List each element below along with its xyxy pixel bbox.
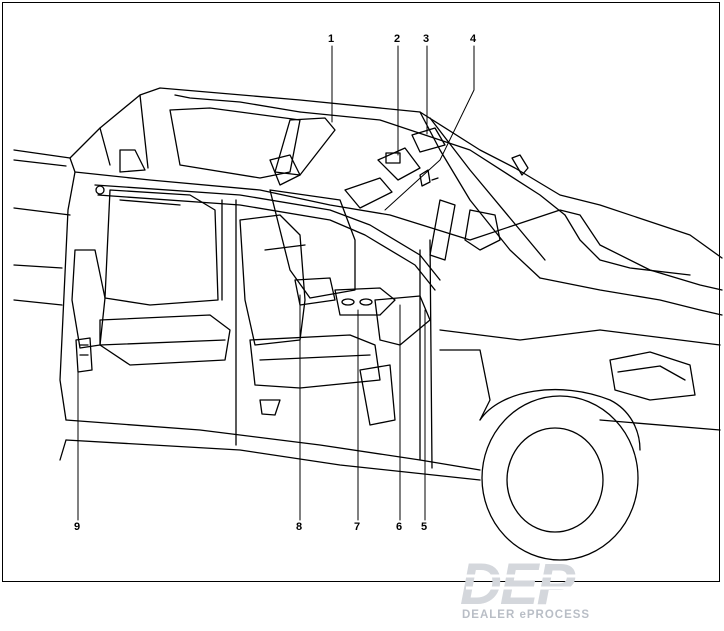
callout-label-3: 3 bbox=[423, 34, 429, 45]
callout-label-5: 5 bbox=[421, 522, 427, 533]
rear-seat bbox=[72, 150, 230, 365]
callout-label-7: 7 bbox=[354, 522, 360, 533]
callout-label-8: 8 bbox=[296, 522, 302, 533]
callout-label-1: 1 bbox=[328, 34, 334, 45]
callout-label-6: 6 bbox=[396, 522, 402, 533]
callout-label-4: 4 bbox=[470, 34, 476, 45]
callout-label-2: 2 bbox=[394, 34, 400, 45]
callout-label-9: 9 bbox=[74, 522, 80, 533]
center-console bbox=[260, 278, 430, 425]
logo-brand-text: DEALER ePROCESS bbox=[462, 609, 590, 621]
